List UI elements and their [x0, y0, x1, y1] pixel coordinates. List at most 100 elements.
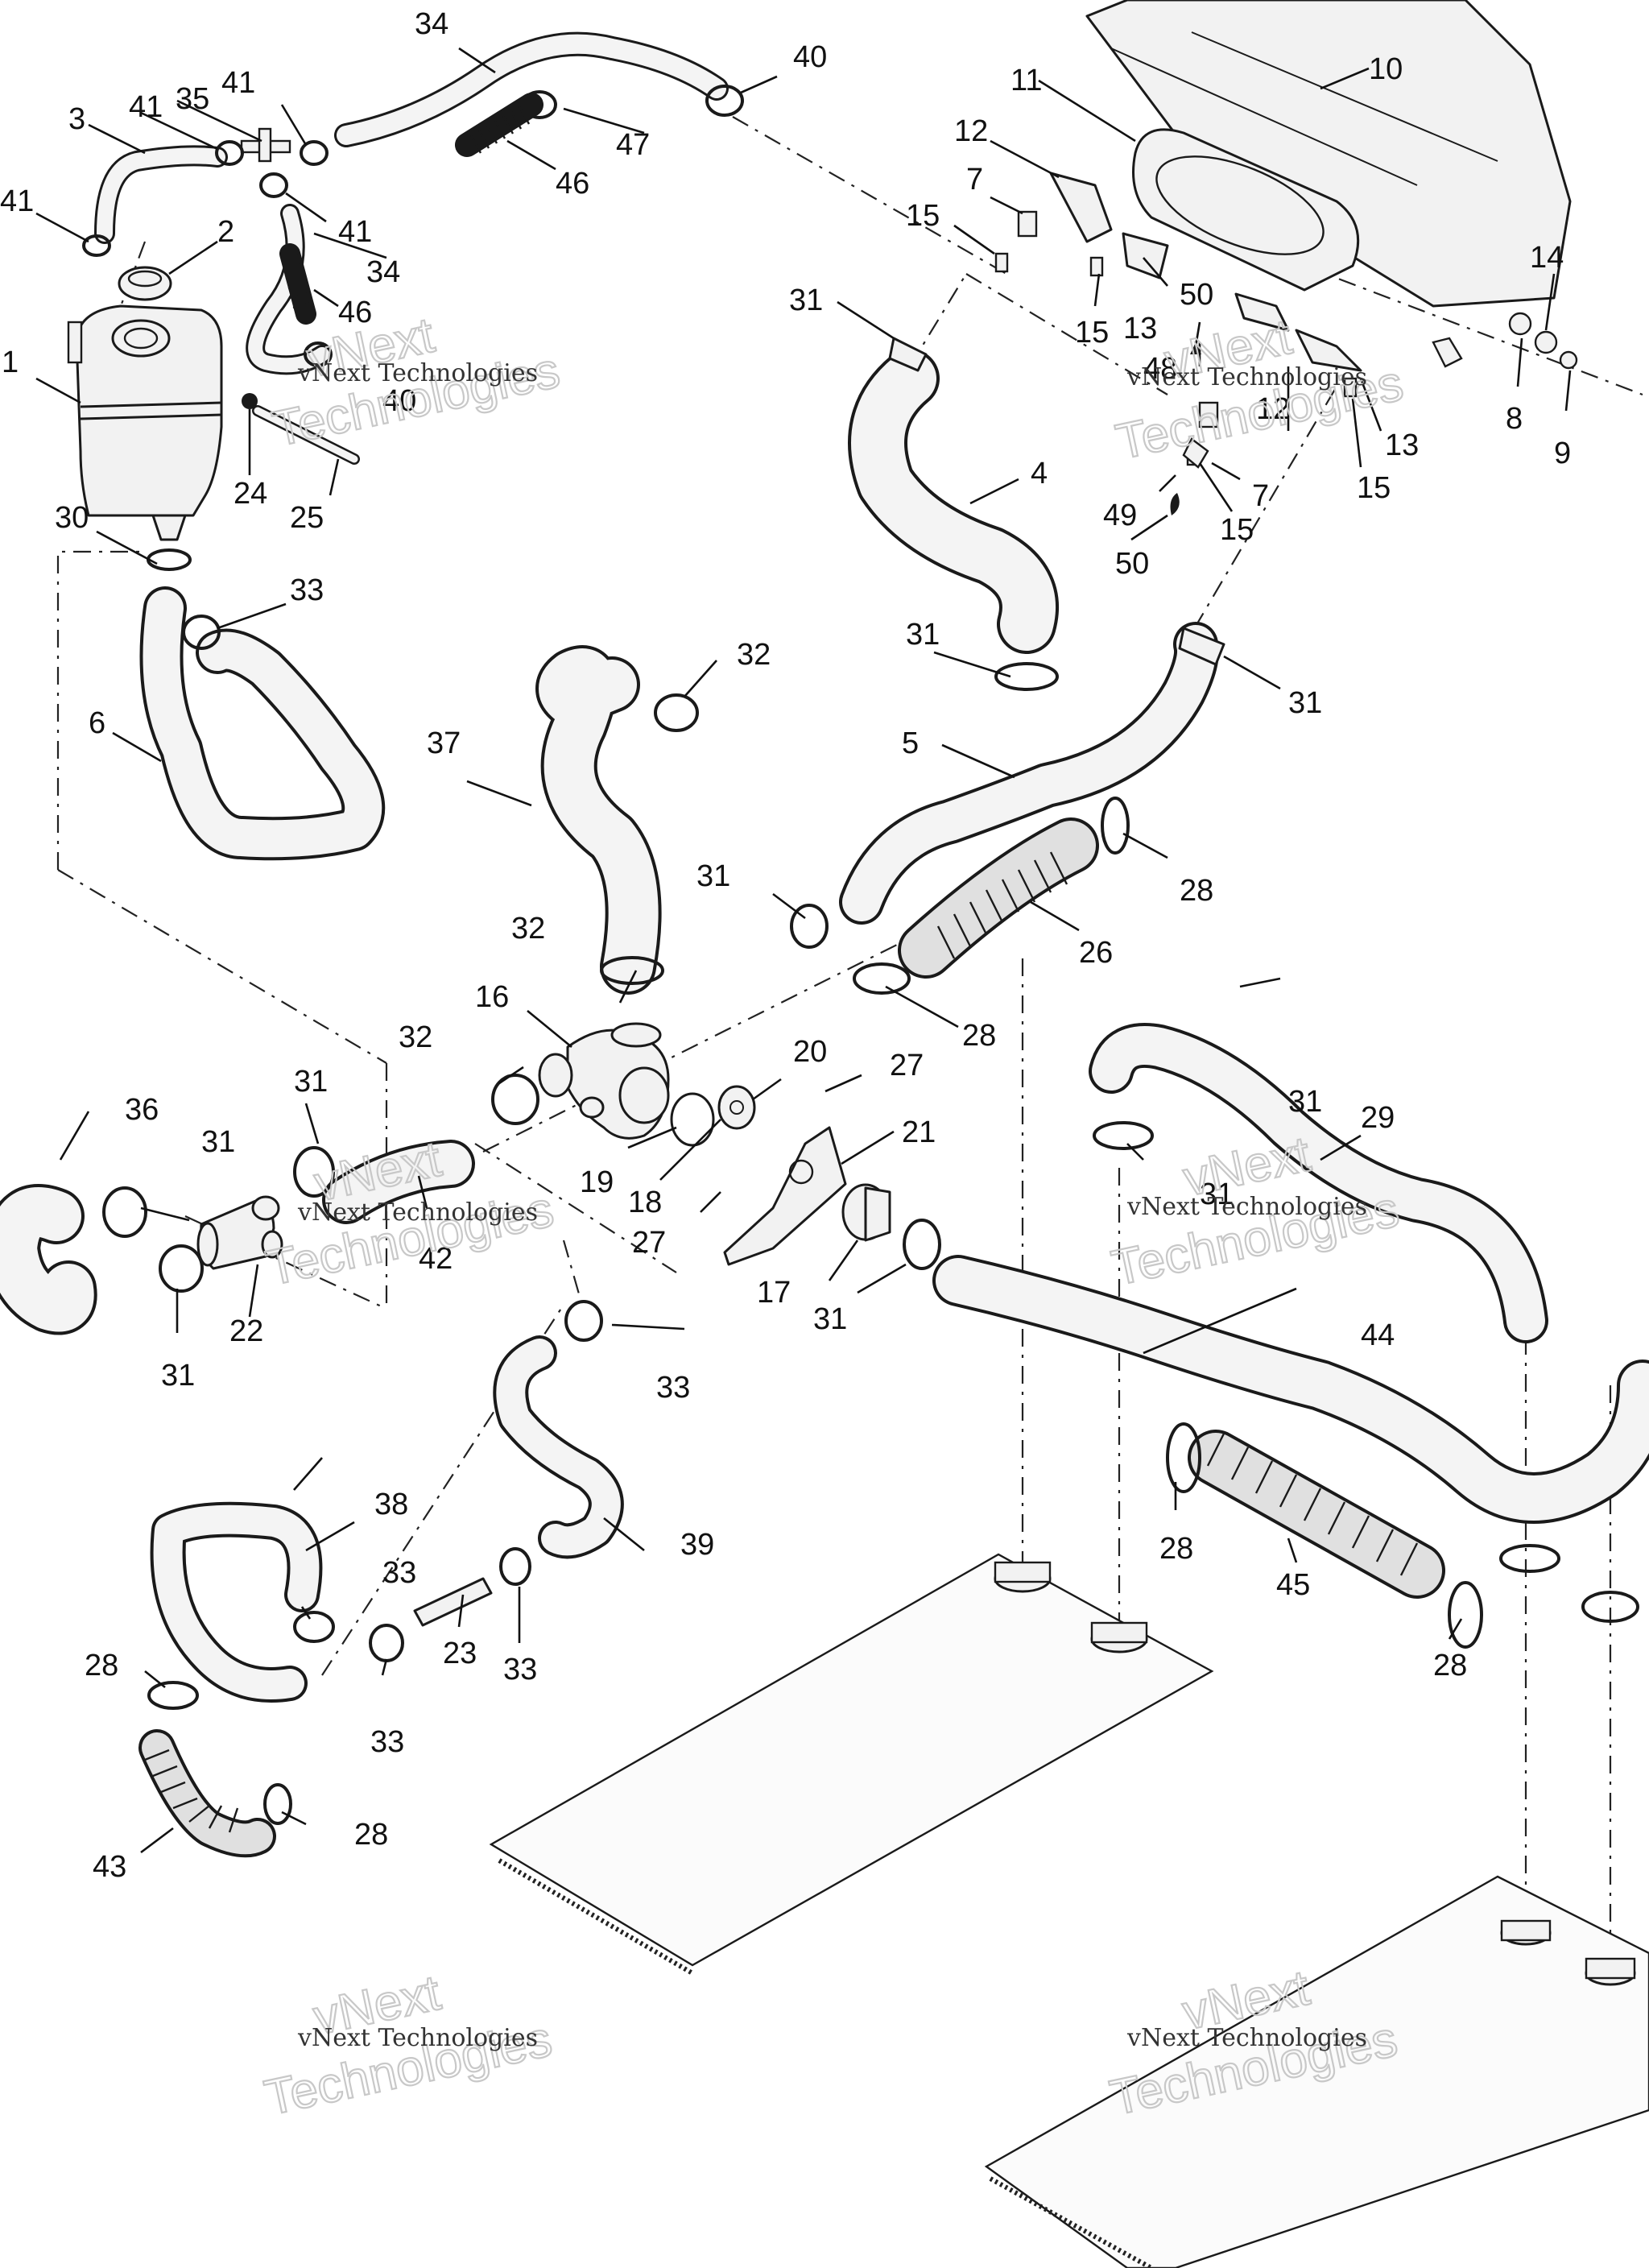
callout-41a: 41	[129, 90, 163, 124]
callout-21: 21	[902, 1115, 936, 1149]
callout-12b: 12	[1256, 392, 1290, 426]
callout-31h: 31	[813, 1302, 847, 1336]
hose-39	[493, 1335, 624, 1559]
callout-44: 44	[1361, 1318, 1395, 1352]
callout-18: 18	[628, 1186, 662, 1219]
callout-28e: 28	[85, 1649, 118, 1682]
callout-28c: 28	[1159, 1532, 1193, 1566]
callout-15c: 15	[1220, 513, 1254, 547]
callout-15d: 15	[1357, 471, 1391, 505]
callout-31j: 31	[1288, 1085, 1322, 1119]
fitting-31-upper-right	[1178, 627, 1225, 666]
callout-7a: 7	[966, 163, 983, 197]
callout-9: 9	[1554, 437, 1571, 470]
callout-25: 25	[290, 501, 324, 535]
callout-49: 49	[1103, 499, 1137, 532]
callout-31b: 31	[906, 618, 940, 652]
callout-31f: 31	[201, 1125, 235, 1159]
callout-26: 26	[1079, 936, 1113, 970]
callout-28d: 28	[1433, 1649, 1467, 1682]
callout-4: 4	[1031, 457, 1048, 490]
callout-33e: 33	[370, 1725, 404, 1759]
hose-25	[252, 405, 360, 465]
watermark-ur-line: vNext Technologies	[1126, 363, 1367, 391]
hose-4	[848, 349, 1059, 654]
hose-42	[322, 1140, 475, 1224]
callout-35: 35	[176, 82, 209, 116]
callout-50b: 50	[1115, 547, 1149, 581]
callout-30: 30	[55, 501, 89, 535]
callout-28b: 28	[962, 1019, 996, 1053]
tank-cap	[118, 266, 172, 301]
hose-29	[1089, 1023, 1548, 1343]
fan-hardware	[994, 210, 1578, 515]
radiator-right	[984, 1875, 1649, 2268]
spring-46-upper	[455, 93, 543, 157]
fan-motor-11	[1132, 128, 1360, 292]
callout-15a: 15	[906, 199, 940, 233]
clamps	[82, 85, 1639, 1825]
callout-31e: 31	[294, 1065, 328, 1099]
hose-5	[839, 622, 1219, 925]
callout-41c: 41	[338, 215, 372, 249]
callout-40b: 40	[382, 384, 416, 418]
callout-11: 11	[1010, 64, 1042, 97]
callout-22: 22	[229, 1314, 263, 1348]
callout-27a: 27	[890, 1049, 924, 1082]
callout-39: 39	[680, 1528, 714, 1562]
callout-33b: 33	[656, 1371, 690, 1405]
fitting-31-top	[888, 337, 928, 372]
callout-42: 42	[419, 1242, 453, 1276]
hose-6	[139, 586, 386, 861]
tee-connector-35	[240, 127, 291, 163]
callout-45: 45	[1276, 1568, 1310, 1602]
assembly-lines	[56, 116, 1643, 1965]
callout-31g: 31	[161, 1359, 195, 1393]
callout-6: 6	[89, 706, 105, 740]
callout-32c: 32	[399, 1020, 432, 1054]
leader-lines	[35, 47, 1572, 1854]
callout-43: 43	[93, 1850, 126, 1884]
callout-8: 8	[1506, 402, 1523, 436]
callout-50a: 50	[1180, 278, 1213, 312]
callout-15b: 15	[1075, 316, 1109, 350]
corrugated-hose-43	[138, 1729, 276, 1858]
callout-17: 17	[757, 1276, 791, 1310]
callout-46a: 46	[556, 167, 589, 201]
hose-37	[535, 645, 662, 995]
callout-47: 47	[616, 128, 650, 162]
callout-13a: 13	[1123, 312, 1157, 346]
watermark-mr-line: vNext Technologies	[1126, 1193, 1367, 1221]
callout-38: 38	[374, 1488, 408, 1521]
watermark-top-line: vNext Technologies	[297, 359, 538, 387]
tee-fitting-22	[196, 1195, 283, 1270]
callout-14: 14	[1530, 241, 1564, 275]
callout-34a: 34	[415, 7, 448, 41]
fitting-24	[242, 393, 258, 409]
callout-37: 37	[427, 726, 461, 760]
hose-36	[0, 1184, 97, 1335]
corrugated-hose-45	[1188, 1430, 1445, 1599]
callout-23: 23	[443, 1637, 477, 1670]
thermostat-18	[717, 1085, 756, 1130]
callout-12a: 12	[954, 114, 988, 148]
callout-32a: 32	[737, 638, 771, 672]
corrugated-hose-26	[898, 817, 1099, 979]
watermark-mid-line: vNext Technologies	[297, 1198, 538, 1227]
callout-labels: 1 2 3 4 5 6 7 7 8 9 10 11 12 12 13 13 14…	[0, 7, 1571, 1884]
callout-10: 10	[1369, 52, 1403, 86]
callout-16: 16	[475, 980, 509, 1014]
spring-46-lower	[279, 243, 316, 325]
callout-34b: 34	[366, 255, 400, 289]
radiator-left	[489, 1553, 1214, 1976]
callout-2: 2	[217, 215, 234, 249]
callout-40a: 40	[793, 40, 827, 74]
outlet-17	[841, 1183, 891, 1242]
callout-46b: 46	[338, 296, 372, 329]
watermark-br-line: vNext Technologies	[1126, 2024, 1367, 2052]
watermark-bl-line: vNext Technologies	[297, 2024, 538, 2052]
callout-20: 20	[793, 1035, 827, 1069]
callout-41d: 41	[0, 184, 34, 218]
